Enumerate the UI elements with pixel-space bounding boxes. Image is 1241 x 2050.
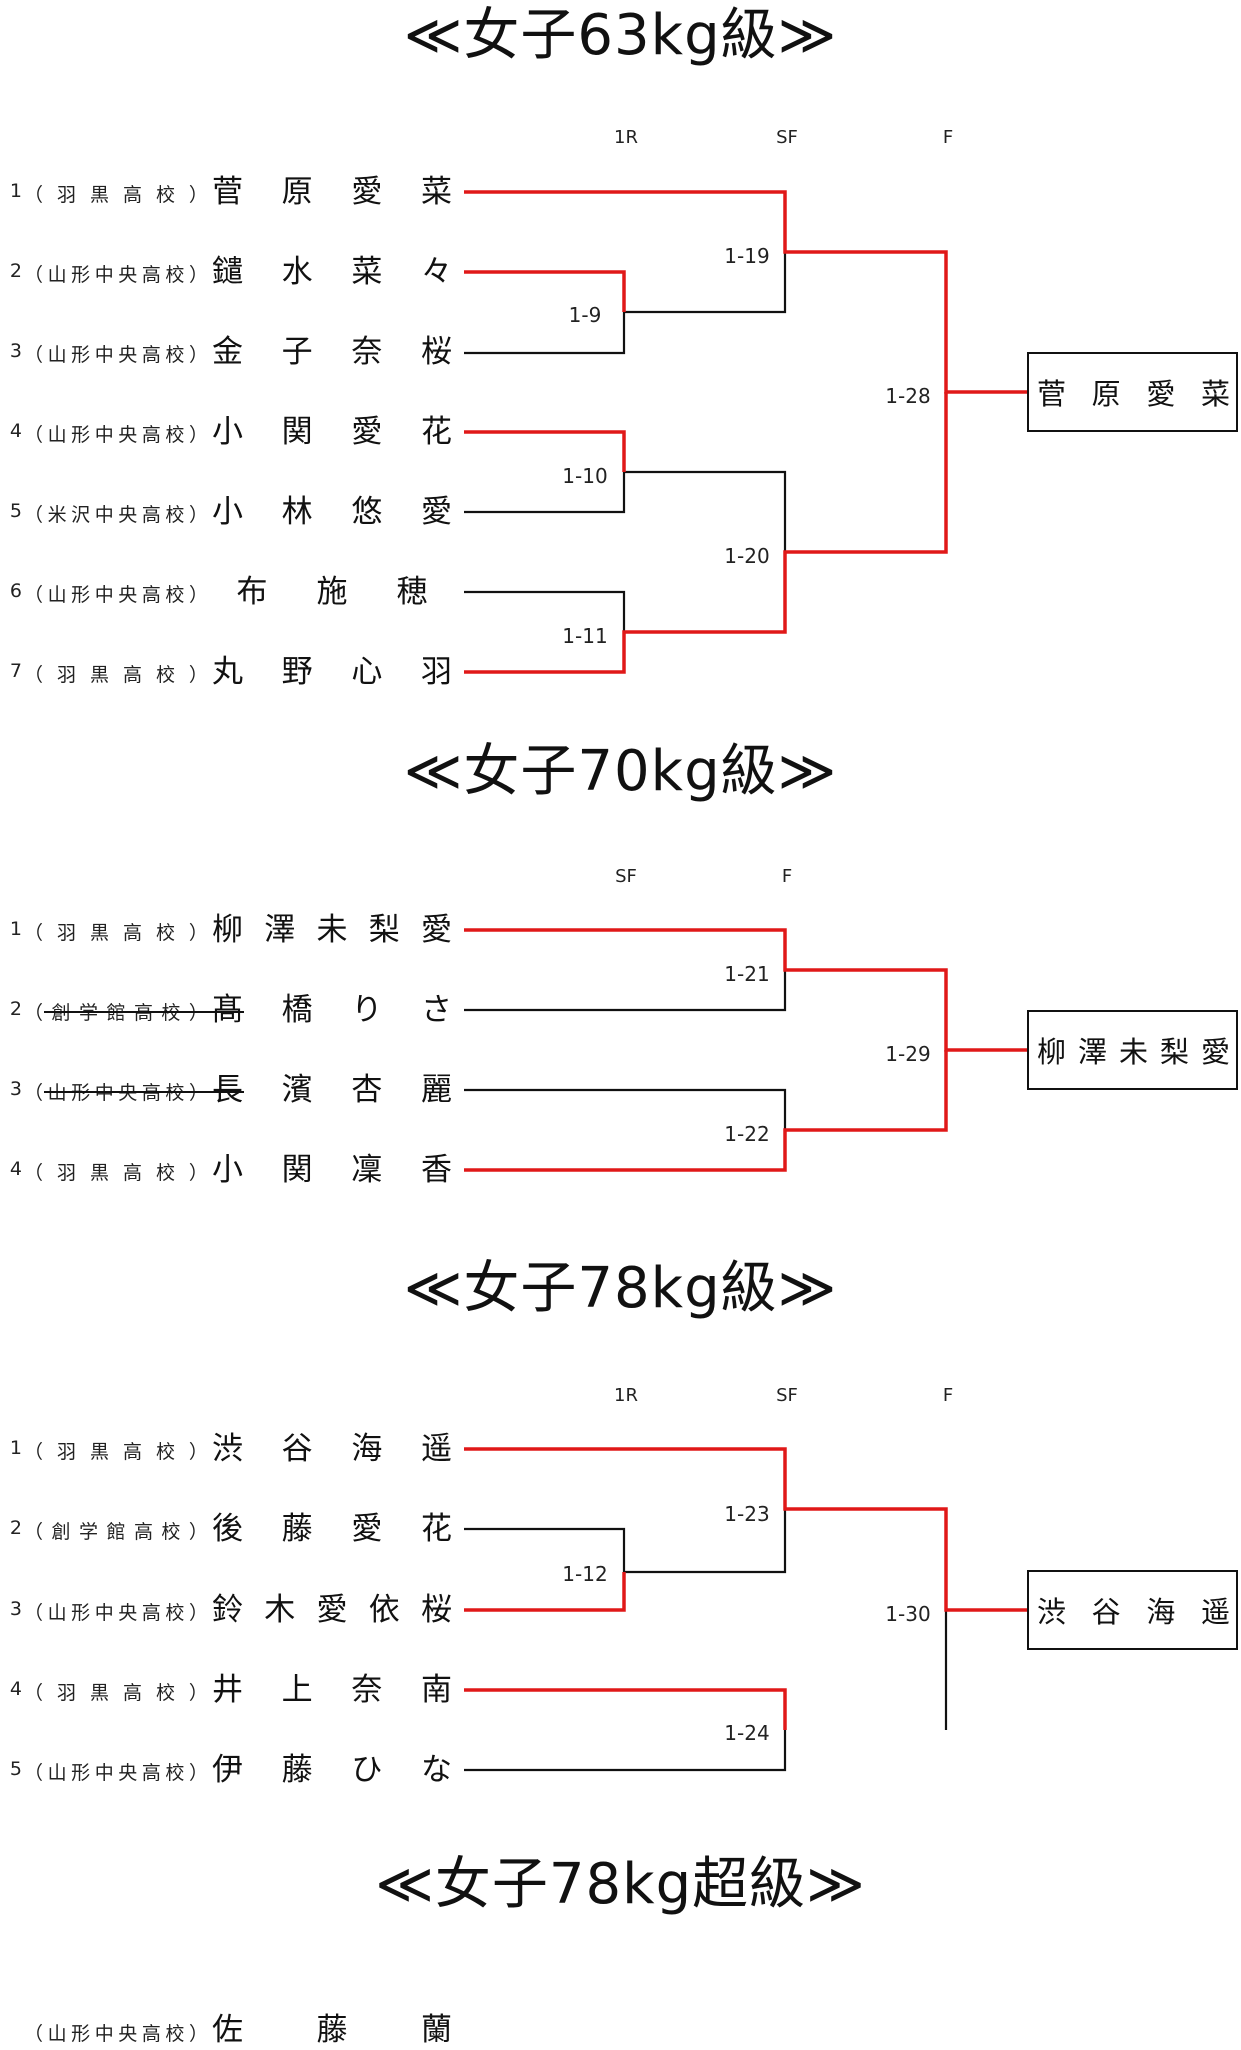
seed-number: 3: [9, 340, 22, 362]
seed-number: 1: [9, 180, 22, 202]
school-name: （羽黒高校）: [24, 1682, 208, 1704]
player-name: 布施穂: [236, 574, 428, 610]
line-70-p3: [464, 1088, 787, 1130]
player-name: 長濱杏麗: [212, 1072, 452, 1108]
seed-number: 6: [9, 580, 22, 602]
player-name: 佐藤蘭: [212, 2012, 452, 2048]
player-name: 柳澤未梨愛: [212, 912, 452, 948]
win-63-p4: [464, 430, 626, 472]
title-70kg: ≪女子70kg級≫: [403, 739, 838, 804]
seed-number: 4: [9, 1158, 22, 1180]
school-name: （羽黒高校）: [24, 1441, 208, 1463]
school-name: （山形中央高校）: [24, 1082, 208, 1104]
match-label: 1-29: [885, 1042, 931, 1066]
school-name: （山形中央高校）: [24, 264, 208, 286]
player-name: 菅原愛菜: [212, 174, 452, 210]
winner-box: 菅原愛菜: [1027, 352, 1238, 432]
match-label: 1-10: [562, 464, 608, 488]
seed-number: 2: [9, 1517, 22, 1539]
player-name: 丸野心羽: [212, 654, 452, 690]
title-63kg: ≪女子63kg級≫: [403, 3, 838, 68]
match-label: 1-28: [885, 384, 931, 408]
player-name: 伊藤ひな: [212, 1752, 452, 1788]
line-63-p6: [464, 590, 626, 632]
seed-number: 1: [9, 918, 22, 940]
player-name: 鑓水菜々: [212, 254, 452, 290]
school-name: （羽黒高校）: [24, 664, 208, 686]
strikethrough-line: [44, 1011, 244, 1013]
seed-number: 5: [9, 1758, 22, 1780]
player-name: 金子奈桜: [212, 334, 452, 370]
school-name: （山形中央高校）: [24, 1762, 208, 1784]
win-78-p3: [464, 1572, 626, 1612]
match-label: 1-30: [885, 1602, 931, 1626]
seed-number: 4: [9, 1678, 22, 1700]
win-63-p2: [464, 270, 626, 312]
win-78-p1: [464, 1447, 1030, 1612]
strikethrough-line: [44, 1091, 244, 1093]
line-78-p2: [464, 1527, 626, 1572]
win-63-p7: [464, 392, 948, 674]
school-name: （羽黒高校）: [24, 184, 208, 206]
player-name: 小林悠愛: [212, 494, 452, 530]
player-name: 小関凜香: [212, 1152, 452, 1188]
school-name: （山形中央高校）: [24, 584, 208, 606]
title-78kg-over: ≪女子78kg超級≫: [375, 1852, 866, 1917]
player-name: 後藤愛花: [212, 1511, 452, 1547]
match-label: 1-22: [724, 1122, 770, 1146]
player-name: 渋谷海遥: [212, 1431, 452, 1467]
winner-box: 渋谷海遥: [1027, 1570, 1238, 1650]
seed-number: 5: [9, 500, 22, 522]
school-name: （山形中央高校）: [24, 424, 208, 446]
line-70-p2: [464, 970, 787, 1012]
match-label: 1-21: [724, 962, 770, 986]
seed-number: 2: [9, 998, 22, 1020]
match-label: 1-11: [562, 624, 608, 648]
school-name: （羽黒高校）: [24, 1162, 208, 1184]
round-label-f: F: [781, 866, 793, 887]
round-label-sf: SF: [776, 1385, 798, 1406]
school-name: （米沢中央高校）: [24, 504, 208, 526]
school-name: （創学館高校）: [24, 1002, 208, 1024]
winner-box: 柳澤未梨愛: [1027, 1010, 1238, 1090]
match-label: 1-19: [724, 244, 770, 268]
win-70-p1: [464, 928, 1030, 1052]
match-label: 1-23: [724, 1502, 770, 1526]
win-78-p4: [464, 1688, 787, 1730]
line-78-p5: [464, 1730, 787, 1772]
match-label: 1-24: [724, 1721, 770, 1745]
round-label-sf: SF: [776, 127, 798, 148]
seed-number: 3: [9, 1598, 22, 1620]
round-label-f: F: [942, 127, 954, 148]
round-label-f: F: [942, 1385, 954, 1406]
round-label-1r: 1R: [614, 127, 638, 148]
seed-number: 7: [9, 660, 22, 682]
match-label: 1-9: [568, 303, 602, 327]
match-label: 1-20: [724, 544, 770, 568]
match-label: 1-12: [562, 1562, 608, 1586]
school-name: （山形中央高校）: [24, 344, 208, 366]
line-78-sf-lower: [624, 1509, 787, 1574]
seed-number: 3: [9, 1078, 22, 1100]
player-name: 井上奈南: [212, 1672, 452, 1708]
seed-number: 1: [9, 1437, 22, 1459]
seed-number: 4: [9, 420, 22, 442]
school-name: （山形中央高校）: [24, 1602, 208, 1624]
win-70-p4: [464, 1050, 948, 1172]
round-label-1r: 1R: [614, 1385, 638, 1406]
school-name: （創学館高校）: [24, 1521, 208, 1543]
line-63-p5: [464, 472, 626, 514]
player-name: 鈴木愛依桜: [212, 1592, 452, 1628]
line-63-sf2-upper: [624, 470, 787, 552]
round-label-sf: SF: [615, 866, 637, 887]
win-63-p1: [464, 190, 1030, 394]
title-78kg: ≪女子78kg級≫: [403, 1256, 838, 1321]
player-name: 小関愛花: [212, 414, 452, 450]
player-name: 髙橋りさ: [212, 992, 452, 1028]
school-name: （羽黒高校）: [24, 922, 208, 944]
school-name: （山形中央高校）: [24, 2023, 208, 2045]
line-63-sf1-lower: [624, 252, 787, 314]
seed-number: 2: [9, 260, 22, 282]
